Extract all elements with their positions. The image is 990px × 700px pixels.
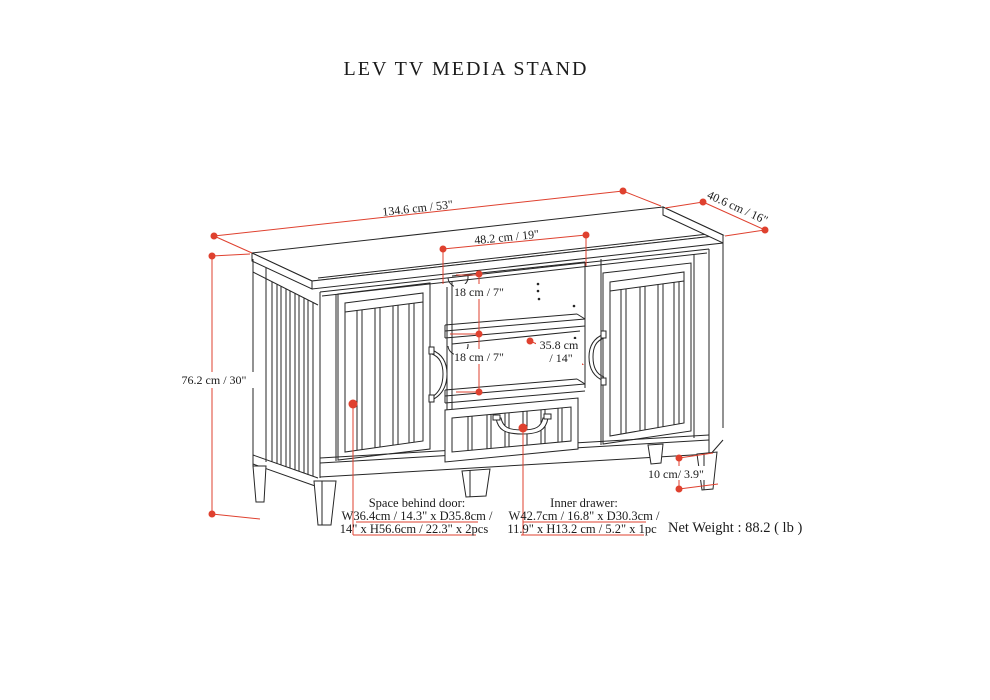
label-masks xyxy=(163,284,705,480)
dimension-height-label: 76.2 cm / 30" xyxy=(182,373,247,387)
tv-stand-line-drawing xyxy=(250,206,725,526)
inner-drawer-line3: 11.9" x H13.2 cm / 5.2" x 1pc xyxy=(507,522,657,536)
dimension-opening-width-label: 48.2 cm / 19" xyxy=(474,227,540,247)
dimension-shelf-lower-label: 18 cm / 7" xyxy=(454,350,504,364)
dimension-marker-dots xyxy=(208,187,769,518)
labels: LEV TV MEDIA STAND 134.6 cm / 53" 40.6 c… xyxy=(182,58,803,536)
drawer-front xyxy=(444,397,579,463)
inner-drawer-line2: W42.7cm / 16.8" x D30.3cm / xyxy=(509,509,660,523)
door-space-heading: Space behind door: xyxy=(369,496,466,510)
net-weight-label: Net Weight : 88.2 ( lb ) xyxy=(668,520,802,536)
left-side-panel xyxy=(252,259,319,488)
left-door-handle xyxy=(428,346,448,403)
back-right-leg xyxy=(647,443,664,465)
inner-drawer-marker-dot xyxy=(518,423,528,433)
door-space-marker-dot xyxy=(348,399,358,409)
back-left-leg xyxy=(252,465,267,503)
legs xyxy=(252,443,718,526)
dimension-shelf-upper-label: 18 cm / 7" xyxy=(454,285,504,299)
left-cabinet-door xyxy=(337,282,448,461)
middle-leg xyxy=(461,468,491,498)
door-space-line2: W36.4cm / 14.3" x D35.8cm / xyxy=(342,509,493,523)
door-space-line3: 14" x H56.6cm / 22.3" x 2pcs xyxy=(340,522,489,536)
drawer-handle xyxy=(492,413,552,435)
dimension-inner-depth-label-line1: 35.8 cm xyxy=(540,338,579,352)
front-left-leg xyxy=(313,480,337,526)
dimension-inner-depth-label-line2: / 14" xyxy=(549,351,572,365)
inner-drawer-heading: Inner drawer: xyxy=(550,496,618,510)
inner-drawer-annotation: Inner drawer: W42.7cm / 16.8" x D30.3cm … xyxy=(507,496,660,536)
dimension-width-label: 134.6 cm / 53" xyxy=(382,197,454,219)
page-title: LEV TV MEDIA STAND xyxy=(344,58,589,80)
dimension-leg-height-label: 10 cm/ 3.9" xyxy=(648,467,704,481)
right-door-handle xyxy=(588,330,607,386)
right-cabinet-door xyxy=(588,262,692,445)
door-space-annotation: Space behind door: W36.4cm / 14.3" x D35… xyxy=(340,496,493,536)
